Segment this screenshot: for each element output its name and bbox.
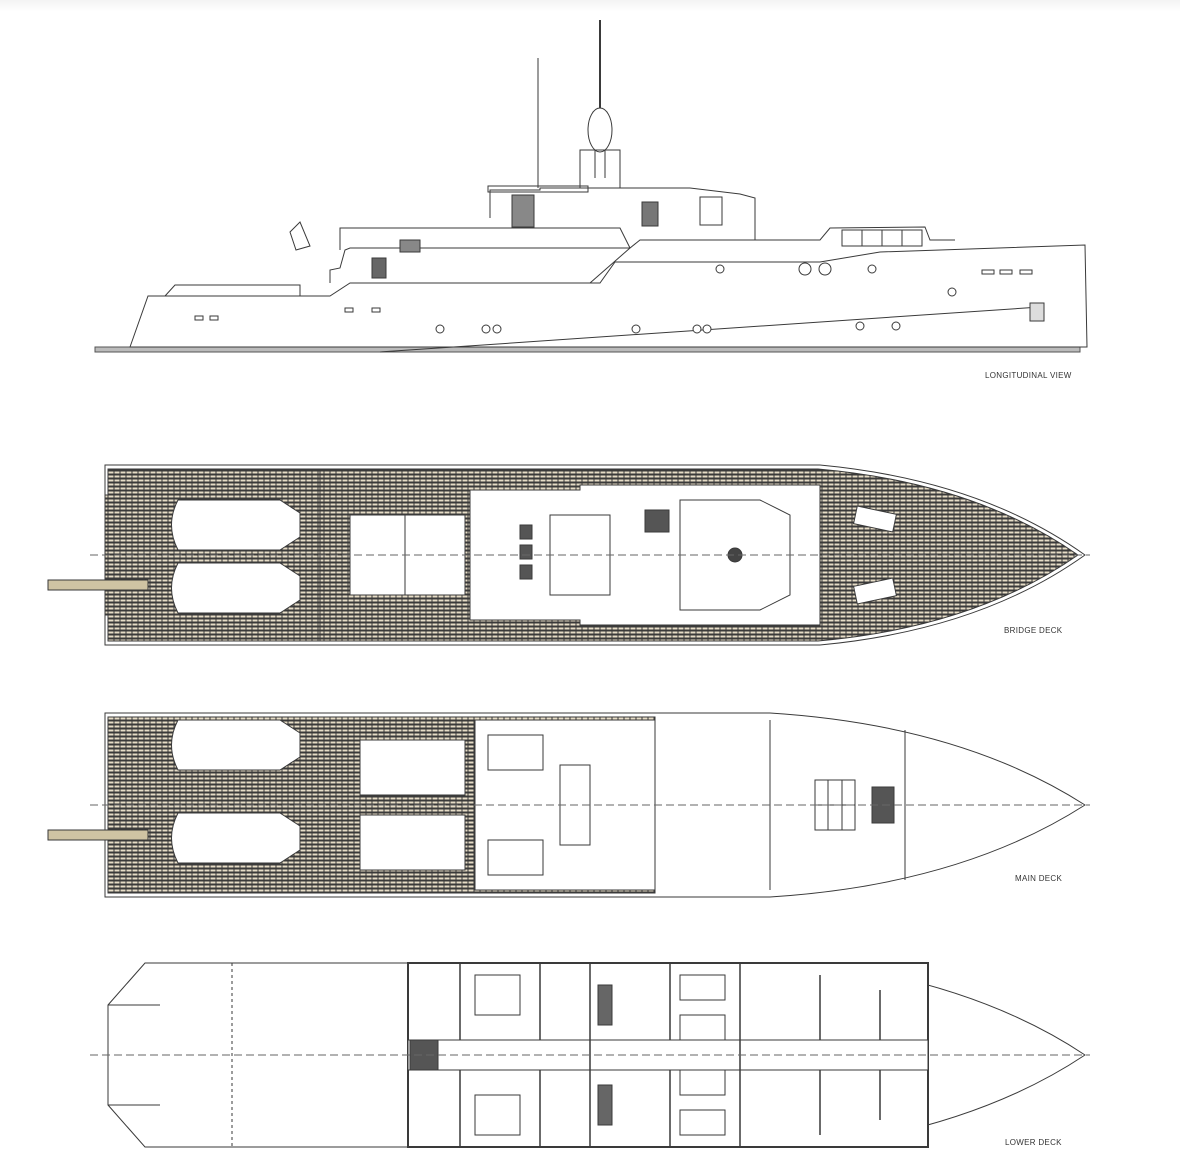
view-label-bridge-deck: BRIDGE DECK xyxy=(1004,626,1063,635)
bridge-deck-drawing xyxy=(47,464,1090,646)
view-label-main-deck: MAIN DECK xyxy=(1015,874,1063,883)
main-deck-plan: MAIN DECK xyxy=(0,705,1180,905)
view-label-lower-deck: LOWER DECK xyxy=(1005,1138,1062,1147)
longitudinal-profile-drawing xyxy=(94,20,1088,353)
longitudinal-view: LONGITUDINAL VIEW xyxy=(0,0,1180,390)
top-fade xyxy=(0,0,1180,12)
bridge-deck-plan: BRIDGE DECK xyxy=(0,455,1180,665)
lower-deck-plan: LOWER DECK xyxy=(0,955,1180,1165)
main-deck-drawing xyxy=(47,712,1090,898)
lower-deck-drawing xyxy=(90,962,1090,1148)
view-label-longitudinal: LONGITUDINAL VIEW xyxy=(985,371,1072,380)
